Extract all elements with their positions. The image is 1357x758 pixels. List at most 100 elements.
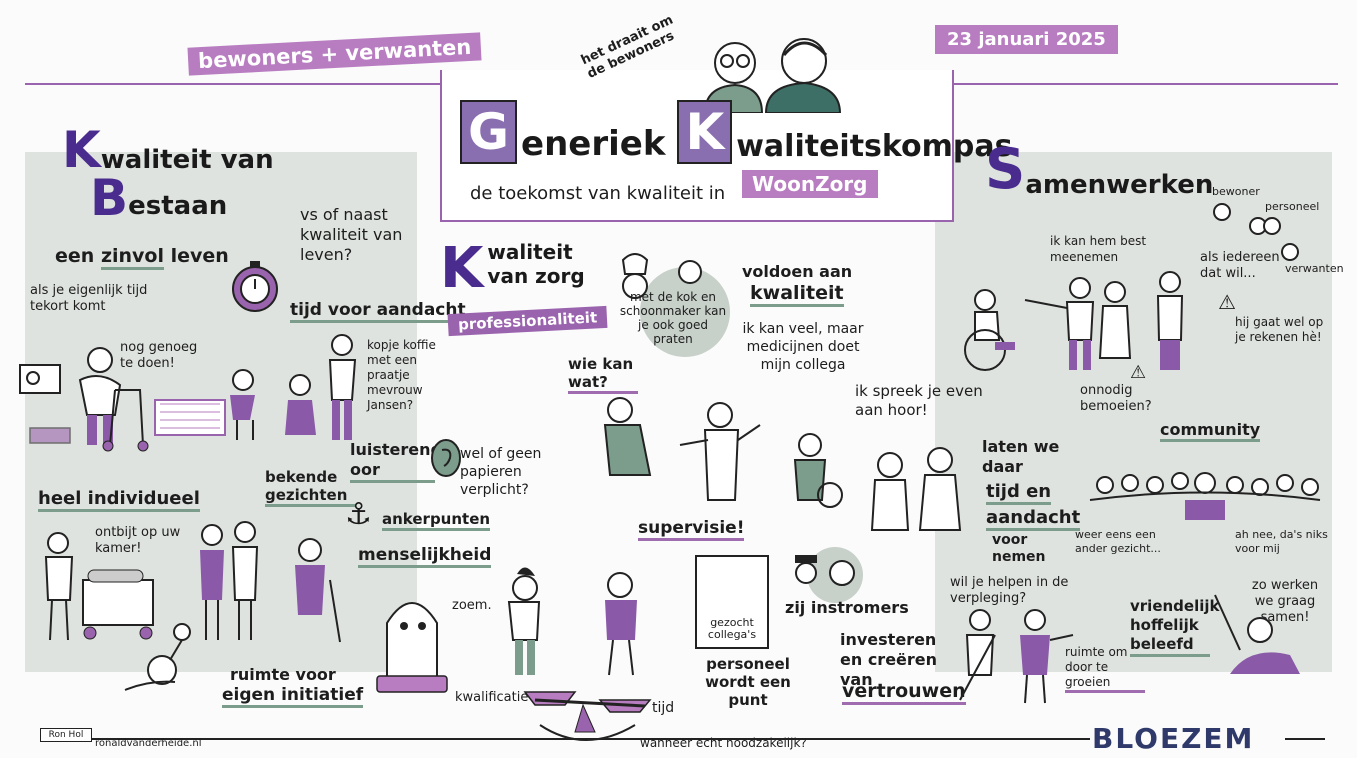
note-ontbijt: ontbijt op uw kamer! (95, 525, 181, 556)
right-middle-figures (870, 447, 962, 531)
note-kok: met de kok en schoonmaker kan je ook goe… (619, 290, 727, 346)
breakfast-cart-scene (44, 532, 154, 641)
cheering-figure (1214, 594, 1300, 674)
note-niks: ah nee, da's niks voor mij (1235, 528, 1328, 555)
wie-kan-wat: wie kan wat? (568, 355, 638, 394)
note-ik-kan-veel: ik kan veel, maar medicijnen doet mijn c… (742, 321, 864, 373)
gezocht-sign: gezocht collega's (695, 555, 769, 649)
footer-rule (40, 738, 1090, 740)
title-letter-k: K (677, 100, 733, 164)
subtitle-tag: WoonZorg (742, 170, 878, 198)
middle-heading-k: K (440, 236, 484, 301)
chef-cleaner-illustration (621, 253, 730, 357)
note-vs-of-naast: vs of naast kwaliteit van leven? (300, 205, 403, 264)
left-heading-line2: estaan (128, 191, 228, 221)
community-crowd (1089, 472, 1321, 520)
right-heading: S amenwerken (985, 137, 1214, 202)
title-line: G eneriek K waliteitskompas (460, 100, 1013, 164)
tijd-voor-aandacht: tijd voor aandacht (290, 300, 466, 323)
gezocht-text: gezocht collega's (707, 616, 757, 641)
supervisie: supervisie! (638, 518, 745, 541)
ear-icon (431, 439, 461, 477)
brand-logo: BLOEZEM (1092, 722, 1255, 755)
zinvol-b: zinvol (100, 245, 164, 270)
laten-we: laten we daar (982, 437, 1060, 476)
label-personeel: personeel (1265, 200, 1320, 213)
professionaliteit-tag: professionaliteit (447, 305, 608, 337)
warning-icon: ⚠ (1218, 290, 1236, 314)
familiar-faces-scene (200, 521, 341, 643)
footer-rule-right (1285, 738, 1325, 740)
zij-instromers: zij instromers (785, 598, 909, 617)
right-heading-s: S (985, 137, 1026, 202)
tijd-label: tijd (652, 700, 675, 716)
balance-scale (507, 567, 652, 741)
title-letter-g: G (460, 100, 518, 164)
note-samen: zo werken we graag samen! (1251, 578, 1319, 625)
eigen-initiatief: eigen initiatief (222, 685, 364, 708)
voor-nemen: voor nemen (992, 532, 1046, 565)
date-banner: 23 januari 2025 (935, 25, 1118, 54)
title-word-generiek: eneriek (521, 124, 666, 164)
care-workers-scene (603, 397, 843, 508)
vertrouwen: vertrouwen (842, 680, 966, 705)
newcomers-illustration (795, 547, 863, 603)
top-rule-right (950, 83, 1338, 85)
note-nog-genoeg: nog genoeg te doen! (120, 340, 198, 371)
triad-faces (1213, 203, 1299, 261)
note-gezicht: weer eens een ander gezicht... (1075, 528, 1161, 555)
wheelchair-scene (964, 271, 1184, 371)
note-helpen: wil je helpen in de verpleging? (950, 575, 1069, 606)
robot-illustration (376, 602, 448, 693)
aandacht: aandacht (986, 507, 1081, 531)
elderly-walker-scene (19, 347, 255, 452)
tijd-en: tijd en (986, 481, 1052, 505)
kwaliteit-label: kwaliteit (750, 282, 844, 307)
left-heading: K waliteit van B estaan (62, 121, 274, 227)
banner-bewoners: bewoners + verwanten (187, 32, 482, 76)
title-word-kwaliteitskompas: waliteitskompas (736, 129, 1013, 164)
kwalificatie-label: kwalificatie (455, 690, 529, 705)
bekende-gezichten: bekende gezichten (265, 468, 355, 507)
luisterend-oor: luisterend oor (350, 440, 442, 483)
right-panel (935, 152, 1332, 672)
stopwatch-icon (232, 261, 278, 312)
zinvol-a: een (55, 245, 95, 267)
nurse-helping-scene (959, 609, 1074, 704)
ruimte-voor: ruimte voor (230, 665, 336, 684)
left-heading-line1: waliteit van (100, 145, 274, 175)
vriendelijk: vriendelijk hoffelijk beleefd (1130, 597, 1219, 657)
personeel-punt: personeel wordt een punt (705, 655, 791, 709)
note-iedereen: als iedereen dat wil... (1200, 250, 1280, 281)
label-bewoner: bewoner (1212, 185, 1260, 198)
ankerpunten: ankerpunten (382, 510, 491, 531)
note-beste: ik kan hem best meenemen (1050, 234, 1147, 264)
investeren: investeren en creëren van (840, 630, 938, 689)
middle-heading-line1: waliteit (487, 240, 573, 264)
community: community (1160, 420, 1261, 442)
zinvol-leven: een zinvol leven (55, 245, 229, 270)
warning-icon-2: ⚠ (1130, 362, 1147, 383)
artist-logo: Ron Hol (40, 728, 92, 742)
coffee-scene (285, 334, 357, 440)
subtitle: de toekomst van kwaliteit in (470, 183, 726, 204)
left-heading-k: K (62, 121, 101, 179)
hand-raise-figure (124, 623, 191, 691)
middle-heading: K waliteit van zorg (440, 240, 585, 298)
right-heading-word: amenwerken (1025, 170, 1214, 200)
left-heading-b: B (90, 169, 129, 227)
note-ik-spreek-je: ik spreek je even aan hoor! (855, 382, 983, 419)
middle-heading-line2: van zorg (487, 264, 585, 288)
label-verwanten: verwanten (1285, 262, 1344, 275)
top-rule-left (25, 83, 445, 85)
note-groeien: ruimte om door te groeien (1065, 645, 1145, 693)
note-papieren: wel of geen papieren verplicht? (460, 446, 542, 498)
note-rekenen: hij gaat wel op je rekenen hè! (1235, 315, 1324, 344)
artist-url[interactable]: ronaldvanderheide.nl (95, 738, 202, 749)
menselijkheid: menselijkheid (358, 545, 492, 568)
zoem-label: zoem. (452, 598, 492, 613)
heel-individueel: heel individueel (38, 488, 200, 512)
note-tijd-tekort: als je eigenlijk tijd tekort komt (30, 283, 148, 314)
zinvol-c: leven (170, 245, 229, 267)
